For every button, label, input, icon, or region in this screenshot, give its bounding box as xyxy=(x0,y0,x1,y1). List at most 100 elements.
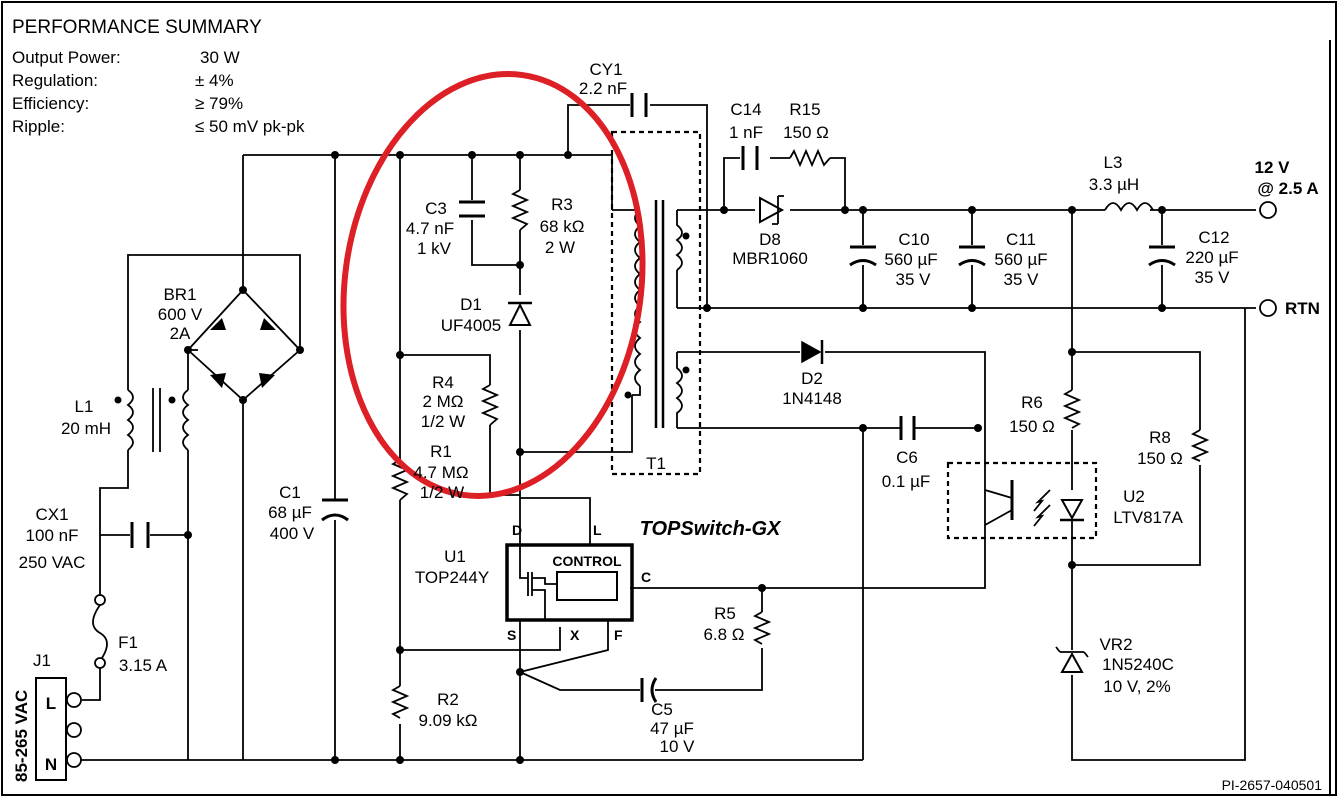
u1-control-label: CONTROL xyxy=(552,553,622,569)
wire-bridge-ac1 xyxy=(127,254,301,390)
summary-title: PERFORMANCE SUMMARY xyxy=(12,17,262,38)
performance-summary: PERFORMANCE SUMMARY Output Power: 30 W R… xyxy=(12,17,305,136)
output-cap-symbols xyxy=(849,245,1176,267)
u1-pin-x: X xyxy=(570,627,580,643)
r2-zigzag xyxy=(390,685,410,719)
r5-val: 6.8 Ω xyxy=(703,625,744,644)
l3-ref: L3 xyxy=(1104,153,1123,172)
c14-symbol xyxy=(741,146,759,170)
wire-c3 xyxy=(471,155,520,266)
c10-val: 560 µF xyxy=(884,250,937,269)
u1-ref: U1 xyxy=(444,547,466,566)
cy1-symbol xyxy=(630,93,648,117)
r8-zigzag xyxy=(1190,429,1210,462)
r1-val: 4.7 MΩ xyxy=(413,463,468,482)
summary-label-ripple: Ripple: xyxy=(12,117,65,136)
summary-label-power: Output Power: xyxy=(12,48,121,67)
c12-val: 220 µF xyxy=(1185,248,1238,267)
u1-pin-s: S xyxy=(507,627,516,643)
j1-ref: J1 xyxy=(33,651,51,670)
u1-val: TOP244Y xyxy=(415,568,489,587)
c6-val: 0.1 µF xyxy=(882,472,931,491)
d8-ref: D8 xyxy=(759,230,781,249)
r15-zigzag xyxy=(789,148,831,168)
l1-val: 20 mH xyxy=(61,419,111,438)
r2-ref: R2 xyxy=(437,690,459,709)
d2-symbol xyxy=(801,340,824,364)
l3-val: 3.3 µH xyxy=(1089,175,1139,194)
common-mode-choke-symbol xyxy=(114,388,190,452)
d1-val: UF4005 xyxy=(441,316,501,335)
c10-val2: 35 V xyxy=(896,270,932,289)
resistor-symbols xyxy=(390,148,1210,719)
c11-val: 560 µF xyxy=(994,250,1047,269)
wire-l1-left xyxy=(99,450,129,595)
r3-zigzag xyxy=(510,189,530,231)
j1-pin-l: L xyxy=(46,694,56,713)
highlight-ellipse xyxy=(340,71,646,499)
r6-zigzag xyxy=(1062,389,1082,429)
vr2-val: 1N5240C xyxy=(1102,655,1174,674)
vr2-val2: 10 V, 2% xyxy=(1103,677,1170,696)
transformer-t1-symbol xyxy=(610,130,702,476)
cx1-val: 100 nF xyxy=(26,526,79,545)
summary-label-efficiency: Efficiency: xyxy=(12,94,89,113)
r6-ref: R6 xyxy=(1021,393,1043,412)
u1-chip-name: TOPSwitch-GX xyxy=(640,518,782,540)
wire-d1-to-t1 xyxy=(520,395,633,453)
c12-val2: 35 V xyxy=(1195,268,1231,287)
c6-ref: C6 xyxy=(896,448,918,467)
vr2-ref: VR2 xyxy=(1099,635,1132,654)
cx1-ref: CX1 xyxy=(35,505,68,524)
u1-pin-l: L xyxy=(593,522,602,538)
vr2-symbol xyxy=(1055,646,1089,673)
wire-f-pin xyxy=(519,620,609,673)
br1-val: 600 V xyxy=(158,305,203,324)
input-voltage-label: 85-265 VAC xyxy=(12,690,31,782)
r3-val: 68 kΩ xyxy=(540,217,585,236)
r1-ref: R1 xyxy=(430,442,452,461)
u2-val: LTV817A xyxy=(1113,508,1183,527)
labels: CY1 2.2 nF C14 1 nF R15 150 Ω L3 3.3 µH … xyxy=(12,60,1322,793)
c5-ref: C5 xyxy=(651,700,673,719)
c1-val: 68 µF xyxy=(268,503,312,522)
br1-val2: 2A xyxy=(170,324,191,343)
r4-zigzag xyxy=(480,384,500,426)
c6-symbol xyxy=(899,416,916,440)
summary-label-regulation: Regulation: xyxy=(12,71,98,90)
br1-ref: BR1 xyxy=(163,285,196,304)
cy1-ref: CY1 xyxy=(589,60,622,79)
d1-ref: D1 xyxy=(460,295,482,314)
d2-ref: D2 xyxy=(801,369,823,388)
bridge-rectifier-symbol xyxy=(186,288,302,402)
output-current: @ 2.5 A xyxy=(1257,179,1318,198)
wire-fuse-j1 xyxy=(82,665,101,701)
cy1-val: 2.2 nF xyxy=(579,79,627,98)
u1-topswitch-symbol xyxy=(505,543,634,622)
u2-ref: U2 xyxy=(1123,487,1145,506)
d8-symbol xyxy=(759,195,785,225)
c1-symbol xyxy=(321,498,349,522)
r3-ref: R3 xyxy=(551,195,573,214)
summary-value-regulation: ± 4% xyxy=(195,71,234,90)
output-terminals xyxy=(1259,201,1277,317)
r4-val2: 1/2 W xyxy=(421,412,465,431)
c14-val: 1 nF xyxy=(729,123,763,142)
d8-val: MBR1060 xyxy=(732,249,808,268)
r15-val: 150 Ω xyxy=(783,123,829,142)
cx1-symbol xyxy=(130,522,150,548)
summary-value-efficiency: ≥ 79% xyxy=(195,94,243,113)
c5-symbol xyxy=(640,677,658,703)
r5-zigzag xyxy=(752,611,772,645)
r1-zigzag xyxy=(390,459,410,501)
d2-val: 1N4148 xyxy=(782,389,842,408)
j1-pin-n: N xyxy=(45,755,57,774)
r8-ref: R8 xyxy=(1149,428,1171,447)
f1-ref: F1 xyxy=(118,633,138,652)
l1-ref: L1 xyxy=(75,397,94,416)
f1-val: 3.15 A xyxy=(119,656,168,675)
u2-optocoupler-symbol xyxy=(946,461,1098,540)
c3-ref: C3 xyxy=(425,199,447,218)
wire-snubber xyxy=(723,157,846,210)
wire-x-pin xyxy=(400,627,561,651)
